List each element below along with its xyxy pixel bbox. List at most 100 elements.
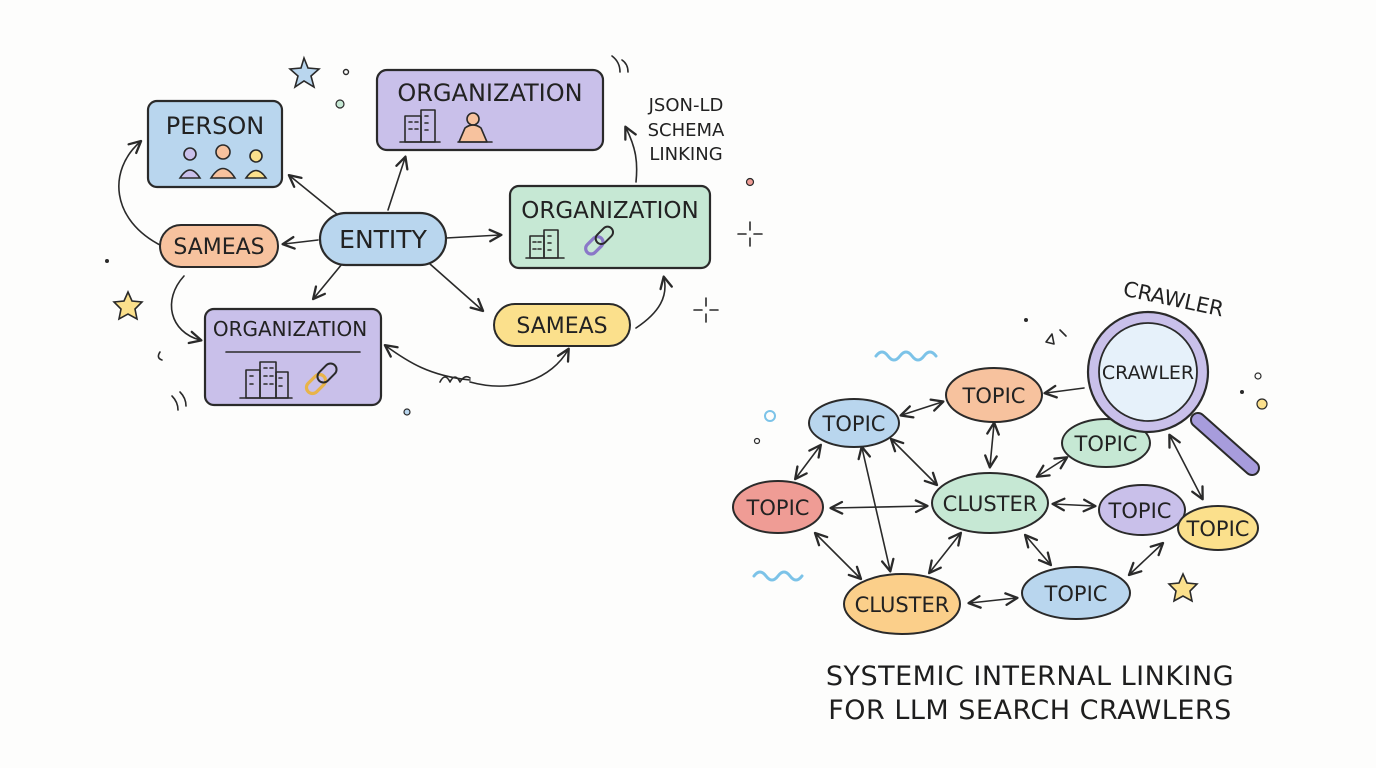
dot-icon — [335, 99, 345, 109]
people-icon — [178, 144, 268, 179]
link-icon — [304, 362, 338, 396]
squiggle-icon — [874, 350, 938, 362]
arrow-entity-org-bottom — [311, 263, 343, 301]
swirl-icon — [157, 351, 163, 361]
motion-lines-icon — [171, 391, 187, 411]
magnifier-handle — [1192, 414, 1258, 474]
arrow-entity-sameas-left — [281, 235, 319, 250]
squiggle-icon — [752, 570, 804, 582]
dot-icon — [1256, 398, 1268, 410]
organization-bottom-label: ORGANIZATION — [213, 317, 367, 341]
link-cluster-topic4 — [1035, 456, 1069, 478]
motion-lines-icon — [611, 55, 629, 73]
sameas-left-label: SAMEAS — [173, 235, 264, 260]
link-topic1-topic2 — [899, 398, 945, 419]
annotation-line-2: SCHEMA — [648, 120, 725, 141]
arrow-to-sameas-right — [469, 347, 570, 387]
arrow-entity-org-right — [445, 228, 503, 243]
topic-node: TOPIC — [1177, 505, 1259, 551]
organization-right-label: ORGANIZATION — [521, 198, 698, 224]
arrow-entity-org-top — [387, 155, 409, 211]
link-topic3-cluster-bottom — [813, 531, 863, 581]
organization-top-node: ORGANIZATION — [375, 68, 605, 152]
entity-node: ENTITY — [318, 211, 448, 267]
arrow-sameas-org-right — [635, 275, 673, 329]
link-topic1-topic3 — [793, 443, 823, 481]
building-icon — [525, 229, 565, 259]
dot-icon — [342, 68, 350, 76]
dot-icon — [403, 408, 411, 416]
sameas-left-node: SAMEAS — [159, 224, 279, 268]
sparkle-icon — [693, 297, 719, 323]
link-crawler-topic7 — [1168, 433, 1204, 501]
person-node: PERSON — [146, 99, 284, 189]
topic-node: TOPIC — [1061, 418, 1151, 468]
dot-icon — [745, 177, 755, 187]
star-icon — [1167, 572, 1199, 603]
person-label: PERSON — [166, 112, 264, 140]
sameas-right-label: SAMEAS — [516, 314, 607, 339]
dot-icon — [1254, 372, 1262, 380]
topic-node: TOPIC — [732, 480, 824, 534]
topic-label: TOPIC — [1074, 432, 1138, 456]
diagram-caption: SYSTEMIC INTERNAL LINKING FOR LLM SEARCH… — [790, 660, 1270, 728]
dot-icon — [1024, 318, 1028, 322]
link-icon — [584, 225, 615, 256]
arrow-sameas-person — [118, 139, 163, 247]
link-cluster-cluster-bottom — [927, 531, 963, 575]
arrow-entity-person — [287, 173, 339, 216]
topic-node: TOPIC — [1021, 566, 1131, 620]
topic-label: TOPIC — [822, 412, 886, 436]
cluster-label: CLUSTER — [943, 492, 1038, 516]
arrow-sameas-org-bottom — [170, 275, 203, 345]
scribble-doodle — [439, 375, 471, 383]
topic-node: TOPIC — [1098, 484, 1186, 536]
organization-right-node: ORGANIZATION — [508, 184, 712, 270]
sameas-right-node: SAMEAS — [493, 303, 631, 347]
annotation-line-1: JSON-LD — [648, 95, 724, 116]
link-cluster-topic6 — [1023, 533, 1053, 567]
link-topic1-cluster-bottom — [857, 445, 895, 573]
dot-icon — [1240, 390, 1244, 394]
entity-connectors — [118, 125, 673, 387]
building-icon — [399, 109, 441, 143]
topic-label: TOPIC — [1186, 517, 1250, 541]
decorations-left — [105, 55, 763, 416]
entity-diagram: PERSON ORGANIZATION JSON-LD S — [105, 55, 763, 416]
magnifier-lens — [1098, 322, 1198, 422]
link-cluster-bottom-topic6 — [967, 592, 1019, 609]
caption-line-1: SYSTEMIC INTERNAL LINKING — [825, 661, 1235, 692]
topic-label: TOPIC — [1044, 582, 1108, 606]
cluster-diagram: TOPIC TOPIC TOPIC CLUSTER TOPIC TOPIC TO… — [732, 277, 1268, 635]
cluster-node: CLUSTER — [931, 472, 1049, 534]
topic-node: TOPIC — [945, 367, 1043, 423]
link-cluster-topic5 — [1051, 497, 1097, 513]
star-icon — [112, 290, 144, 321]
link-topic2-crawler — [1043, 384, 1085, 399]
link-topic1-cluster — [889, 437, 939, 487]
arrow-to-org-bottom — [383, 344, 471, 381]
link-topic2-cluster — [984, 421, 1000, 469]
star-icon — [288, 55, 321, 89]
decorations-right — [752, 318, 1268, 603]
link-topic3-cluster — [829, 499, 929, 515]
topic-label: TOPIC — [962, 384, 1026, 408]
annotation-json-ld: JSON-LD SCHEMA LINKING — [648, 95, 725, 165]
dot-icon — [105, 259, 109, 263]
topic-node: TOPIC — [808, 398, 900, 448]
arrow-org-right-org-top — [624, 125, 638, 183]
organization-bottom-node: ORGANIZATION — [203, 307, 383, 407]
organization-top-label: ORGANIZATION — [397, 79, 582, 107]
arrow-entity-sameas-right — [429, 263, 485, 313]
crawler-magnifier: CRAWLER CRAWLER — [1086, 277, 1260, 476]
cluster-label: CLUSTER — [855, 593, 950, 617]
cluster-connectors — [793, 384, 1204, 609]
annotation-line-3: LINKING — [649, 144, 722, 165]
shape-doodle-icon — [1045, 329, 1067, 345]
crawler-lens-label: CRAWLER — [1102, 362, 1194, 384]
entity-label: ENTITY — [339, 225, 427, 254]
dot-icon — [764, 410, 776, 422]
building-icon — [239, 361, 293, 399]
dot-icon — [753, 437, 761, 445]
